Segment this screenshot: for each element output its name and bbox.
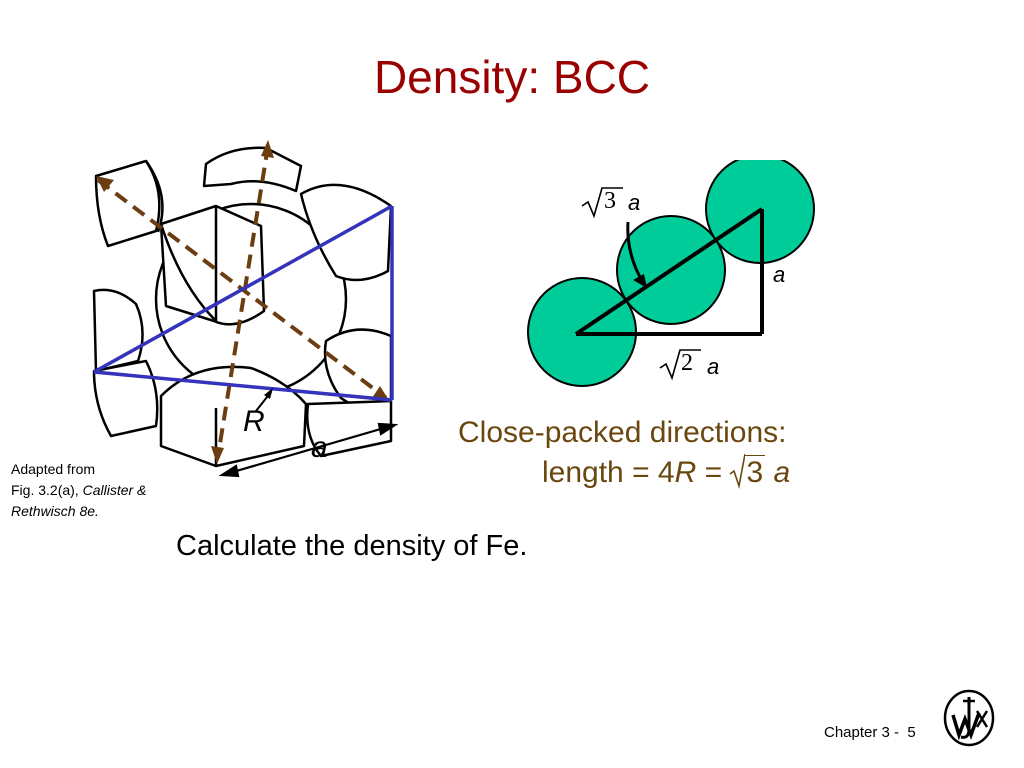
label-sqrt2-radicand: 2 — [681, 350, 693, 376]
label-R: R — [243, 405, 265, 438]
caption-line-3: Rethwisch 8e. — [11, 501, 146, 522]
corner-piece-top-left — [94, 159, 161, 248]
caption-authors: Callister & — [82, 482, 147, 498]
eq-equals: = — [696, 456, 731, 489]
right-triangle — [574, 207, 764, 336]
bcc-unit-cell-figure — [92, 140, 399, 478]
label-side-a: a — [773, 262, 786, 287]
eq-R: R — [674, 456, 697, 489]
close-packed-spheres-figure — [527, 160, 815, 387]
slide-footer: Chapter 3 - 5 — [824, 724, 916, 741]
corner-piece-bottom-left — [92, 359, 159, 438]
sqrt2-radical — [659, 349, 701, 381]
caption-line-2: Fig. 3.2(a), Callister & — [11, 480, 146, 501]
corner-piece-bottom-right — [306, 399, 393, 458]
eq-radicand: 3 — [744, 455, 766, 489]
corner-piece-top-back — [202, 146, 303, 193]
footer-chapter: Chapter 3 - — [824, 724, 900, 741]
label-a-edge: a — [311, 431, 328, 464]
close-packed-equation: length = 4R = 3 a — [542, 453, 791, 490]
task-prompt: Calculate the density of Fe. — [176, 530, 528, 562]
label-sqrt3-a: a — [628, 190, 641, 215]
caption-line-1: Adapted from — [11, 461, 96, 477]
label-sqrt2-a: a — [707, 354, 720, 379]
figure-caption: Adapted from Fig. 3.2(a), Callister & Re… — [11, 459, 146, 522]
eq-sqrt3: 3 — [729, 453, 766, 490]
caption-fig-ref: Fig. 3.2(a), — [11, 482, 83, 498]
wiley-logo-icon — [943, 689, 995, 747]
eq-a: a — [773, 456, 791, 489]
caption-book: Rethwisch 8e. — [11, 503, 99, 519]
footer-page-number: 5 — [907, 724, 916, 741]
sqrt3-radical — [581, 187, 623, 219]
label-sqrt3-radicand: 3 — [604, 188, 616, 214]
close-packed-heading: Close-packed directions: — [458, 416, 787, 449]
eq-prefix: length = 4 — [542, 456, 675, 489]
slide-title: Density: BCC — [373, 51, 651, 103]
